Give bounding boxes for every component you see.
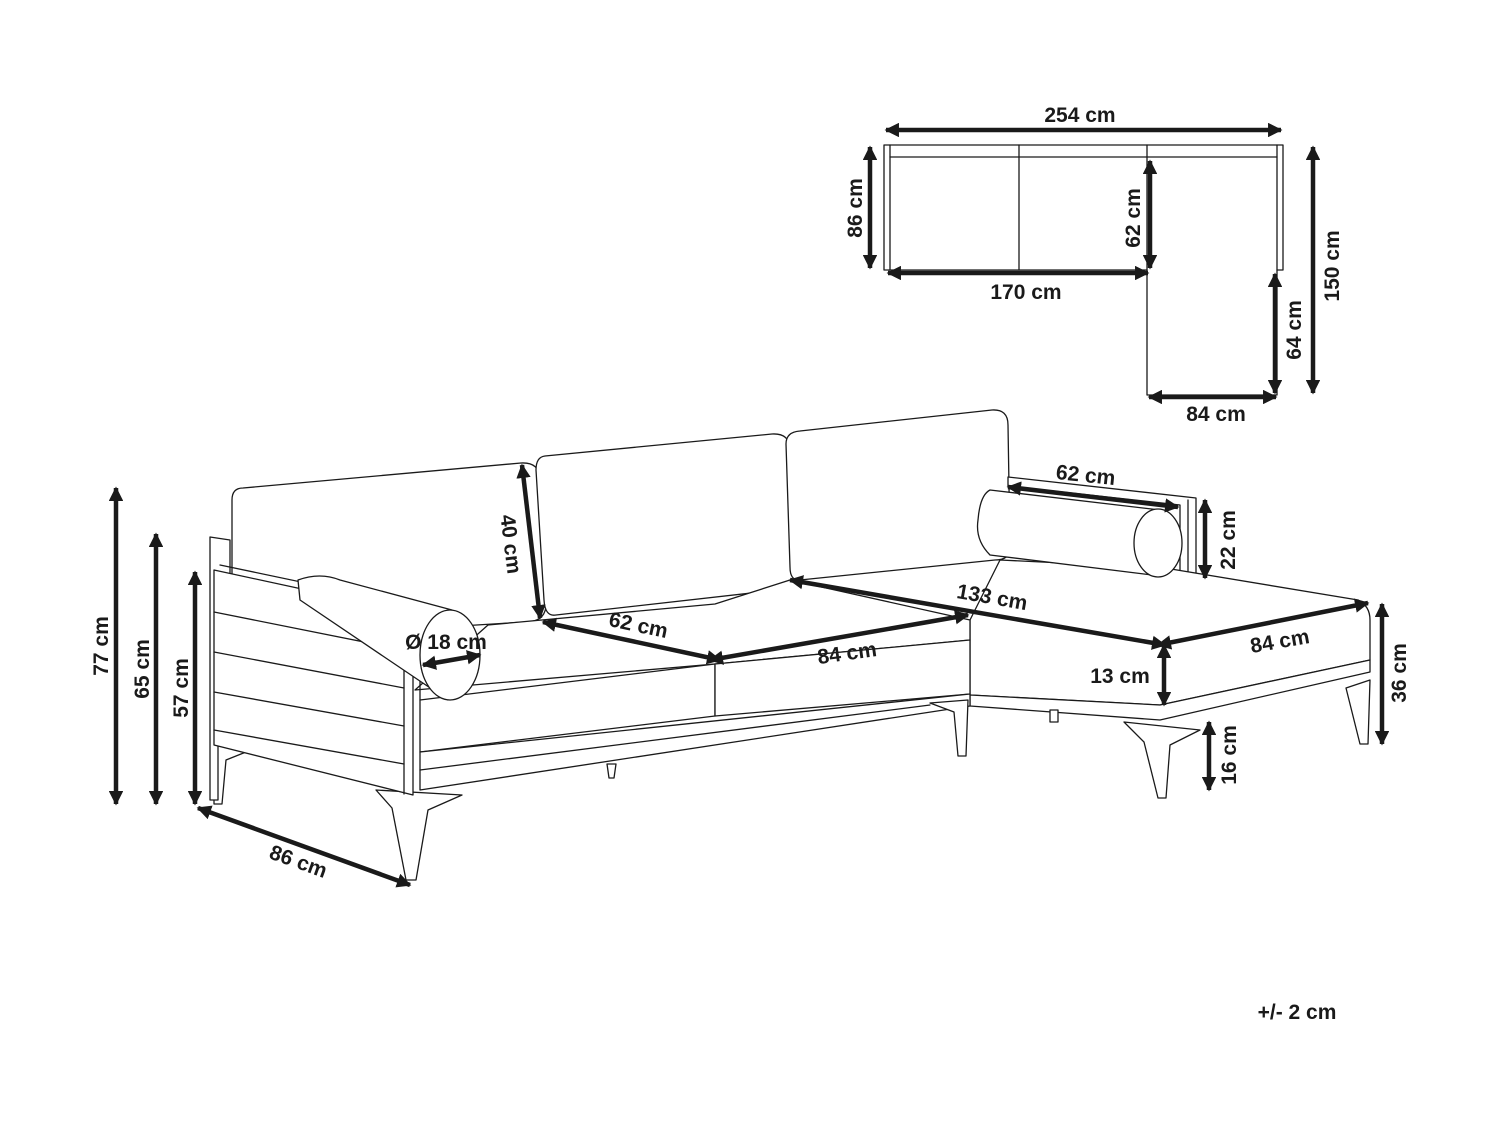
sofa-drawing [209,409,1371,881]
label-arm-height: 57 cm [170,658,193,718]
dim-line-bolster-diameter [421,650,482,670]
leg-front-right [375,789,463,881]
label-plan-depth: 86 cm [844,178,867,238]
bolster-right-end [1133,508,1183,578]
back-cushion-middle [535,433,797,616]
dim-line-chaise-width [1156,598,1370,650]
label-plan-chaise-width: 84 cm [1186,403,1246,426]
dim-line-back-cushion [516,463,546,620]
leg-chaise-right [1345,679,1371,745]
dim-line-bolster-length [1006,481,1180,513]
dimension-lines [108,122,1390,888]
leg-chaise-back [1049,709,1059,723]
label-plan-chaise-length: 150 cm [1321,230,1344,301]
label-back-height: 65 cm [131,639,154,699]
label-plan-sofa-length: 170 cm [990,281,1061,304]
plan-outline [883,144,1284,396]
label-plan-seat-depth: 62 cm [1122,188,1145,248]
armrest-slat-2 [213,651,405,689]
dim-line-chaise-length [788,575,1167,650]
label-bolster-diameter: Ø 18 cm [405,631,487,654]
dim-line-seat-depth [541,617,722,665]
label-side-panel-height: 22 cm [1217,510,1240,570]
dim-line-depth [196,805,412,888]
label-depth: 86 cm [266,841,330,883]
label-seat-height: 36 cm [1388,643,1411,703]
armrest-slat-4 [213,729,405,765]
label-plan-total-width: 254 cm [1044,104,1115,127]
label-plan-chaise-seat-depth: 64 cm [1283,300,1306,360]
label-leg-height: 16 cm [1218,725,1241,785]
label-tolerance: +/- 2 cm [1258,1001,1337,1024]
main-base-lower [419,704,931,771]
label-seat-thickness: 13 cm [1090,665,1150,688]
plan-view [883,144,1284,396]
leg-front-left [213,744,247,805]
label-total-height: 77 cm [90,616,113,676]
leg-middle [606,763,617,779]
leg-chaise-left [929,699,969,757]
back-cushion-right [785,409,1011,581]
leg-chaise-front [1123,721,1201,799]
armrest-slat-3 [213,691,405,727]
